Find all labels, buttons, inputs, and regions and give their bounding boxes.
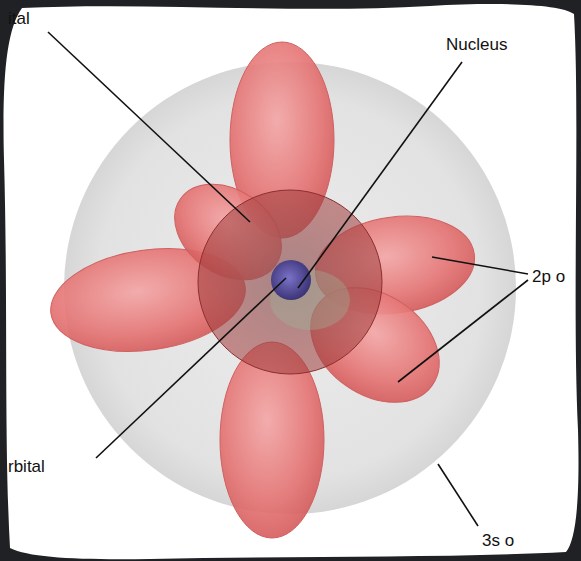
orbital-label: 2p o (532, 268, 565, 287)
orbital-label: ital (8, 10, 30, 29)
orbital-label: 3s o (482, 532, 514, 551)
nucleus-label: Nucleus (446, 36, 507, 55)
orbital-label: rbital (8, 458, 45, 477)
